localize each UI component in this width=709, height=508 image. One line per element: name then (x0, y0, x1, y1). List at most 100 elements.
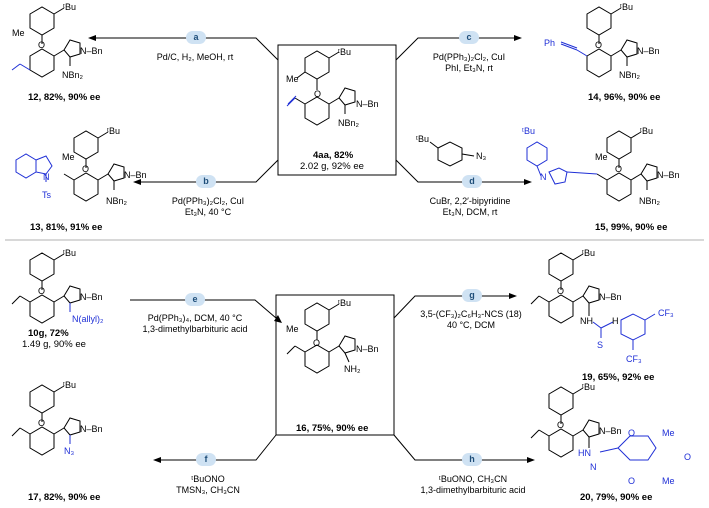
indole-n-label: N (43, 172, 50, 182)
nh2-label-16: NH₂ (344, 364, 361, 374)
tbu-label-reagent: ᵗBu (416, 134, 429, 144)
me-label-4aa: Me (286, 74, 299, 84)
tbu-label-16: ᵗBu (338, 298, 351, 308)
tbu-label-12: ᵗBu (63, 2, 76, 12)
arrowhead-f (153, 457, 161, 463)
o-label-15: O (615, 164, 623, 174)
product-13-label: 13, 81%, 91% ee (30, 222, 103, 233)
bn-label-16: N–Bn (356, 344, 379, 354)
arrowhead-d (524, 179, 532, 185)
arrowhead-h (527, 457, 535, 463)
product-14-label: 14, 96%, 90% ee (588, 92, 661, 103)
structure-19-thiourea (592, 313, 656, 350)
bn-label-13: N–Bn (124, 170, 147, 180)
structure-19 (530, 252, 600, 324)
me-label-20b: Me (662, 476, 675, 486)
tbu-label-14: ᵗBu (620, 2, 633, 12)
conditions-f-2: TMSN₃, CH₃CN (176, 485, 240, 495)
structure-12 (11, 6, 81, 78)
nbn2-label-12: NBn₂ (62, 70, 84, 80)
product-17-label: 17, 82%, 90% ee (28, 492, 101, 503)
compound-4aa-scale: 2.02 g, 92% ee (300, 161, 364, 172)
o-label-14: O (595, 40, 603, 50)
o-label-20a: O (628, 428, 636, 438)
o-label-20: O (557, 420, 565, 430)
me-label-15: Me (595, 152, 608, 162)
arrowhead-a (88, 35, 96, 41)
conditions-b-1: Pd(PPh₃)₂Cl₂, CuI (171, 196, 245, 206)
o-label-20b: O (684, 452, 692, 462)
badge-h: h (462, 453, 482, 466)
tbu-label-15-benzyl: ᵗBu (522, 126, 535, 136)
cf3-label-19a: CF₃ (658, 308, 674, 318)
arrow-a (95, 37, 279, 61)
tbu-label-19: ᵗBu (582, 248, 595, 258)
conditions-f-1: ᵗBuONO (191, 474, 225, 484)
bn-label-19: N–Bn (599, 292, 622, 302)
structure-16 (286, 302, 356, 374)
conditions-a: Pd/C, H₂, MeOH, rt (156, 52, 234, 62)
arrow-c (395, 37, 515, 61)
conditions-g-1: 3,5-(CF₃)₂C₆H₃-NCS (18) (420, 309, 522, 319)
azide-label-reagent: N₃ (476, 151, 487, 161)
tbu-label-20: ᵗBu (582, 382, 595, 392)
badge-a: a (186, 31, 206, 44)
compound-10g-scale: 1.49 g, 90% ee (22, 339, 86, 350)
product-20-label: 20, 79%, 90% ee (580, 492, 653, 503)
o-label-10g: O (38, 286, 46, 296)
n-label-20: N (590, 462, 597, 472)
ph-label-14: Ph (544, 38, 556, 48)
triazole-n-label-15: N (540, 172, 547, 182)
me-label-16: Me (286, 324, 299, 334)
o-label-17: O (38, 418, 46, 428)
conditions-h-1: ᵗBuONO, CH₃CN (438, 474, 508, 484)
structure-13 (63, 130, 125, 202)
nbn2-label-14: NBn₂ (619, 70, 641, 80)
nallyl-label-10g: N(allyl)₂ (72, 314, 104, 324)
structure-10g (11, 252, 81, 324)
s-label-19: S (597, 340, 604, 350)
me-label-13: Me (62, 152, 75, 162)
arrow-d (395, 159, 525, 183)
conditions-d-2: Et₃N, DCM, rt (442, 207, 498, 217)
badge-d: d (462, 175, 482, 188)
structure-4aa (286, 50, 356, 126)
nbn2-label-4aa: NBn₂ (338, 118, 360, 128)
indole-ring (15, 153, 53, 182)
reagent-azide (429, 141, 475, 167)
bn-label-20: N–Bn (599, 426, 622, 436)
arrow-h (393, 434, 528, 461)
nh-label-19: NH (580, 316, 593, 326)
structure-17 (11, 384, 81, 456)
arrow-f (160, 434, 277, 461)
conditions-d-1: CuBr, 2,2′-bipyridine (429, 196, 511, 206)
nbn2-label-15: NBn₂ (639, 196, 661, 206)
tbu-label-17: ᵗBu (63, 380, 76, 390)
me-label-12: Me (12, 28, 25, 38)
o-label-19: O (557, 286, 565, 296)
bottom-center-frame (275, 294, 395, 436)
compound-4aa-label: 4aa, 82% (313, 150, 354, 161)
h-label-19: H (612, 316, 619, 326)
bn-label-10g: N–Bn (80, 292, 103, 302)
badge-c: c (459, 31, 479, 44)
conditions-b-2: Et₃N, 40 °C (184, 207, 232, 217)
structure-20 (530, 386, 600, 458)
bn-label-14: N–Bn (637, 46, 660, 56)
product-19-label: 19, 65%, 92% ee (582, 372, 655, 383)
structure-15 (596, 130, 658, 202)
arrowheads (88, 35, 535, 463)
arrowhead-c (514, 35, 522, 41)
o-label-4aa: O (314, 89, 322, 99)
conditions-c-1: Pd(PPh₃)₂Cl₂, CuI (432, 52, 506, 62)
molecule-skeletons (11, 6, 658, 461)
badge-f: f (196, 453, 216, 466)
badge-g: g (462, 289, 482, 302)
nbn2-label-13: NBn₂ (106, 196, 128, 206)
o-label-16: O (313, 338, 321, 348)
me-label-20a: Me (662, 428, 675, 438)
product-15-label: 15, 99%, 90% ee (595, 222, 668, 233)
conditions-c-2: PhI, Et₃N, rt (445, 63, 493, 73)
compound-16-label: 16, 75%, 90% ee (296, 423, 369, 434)
